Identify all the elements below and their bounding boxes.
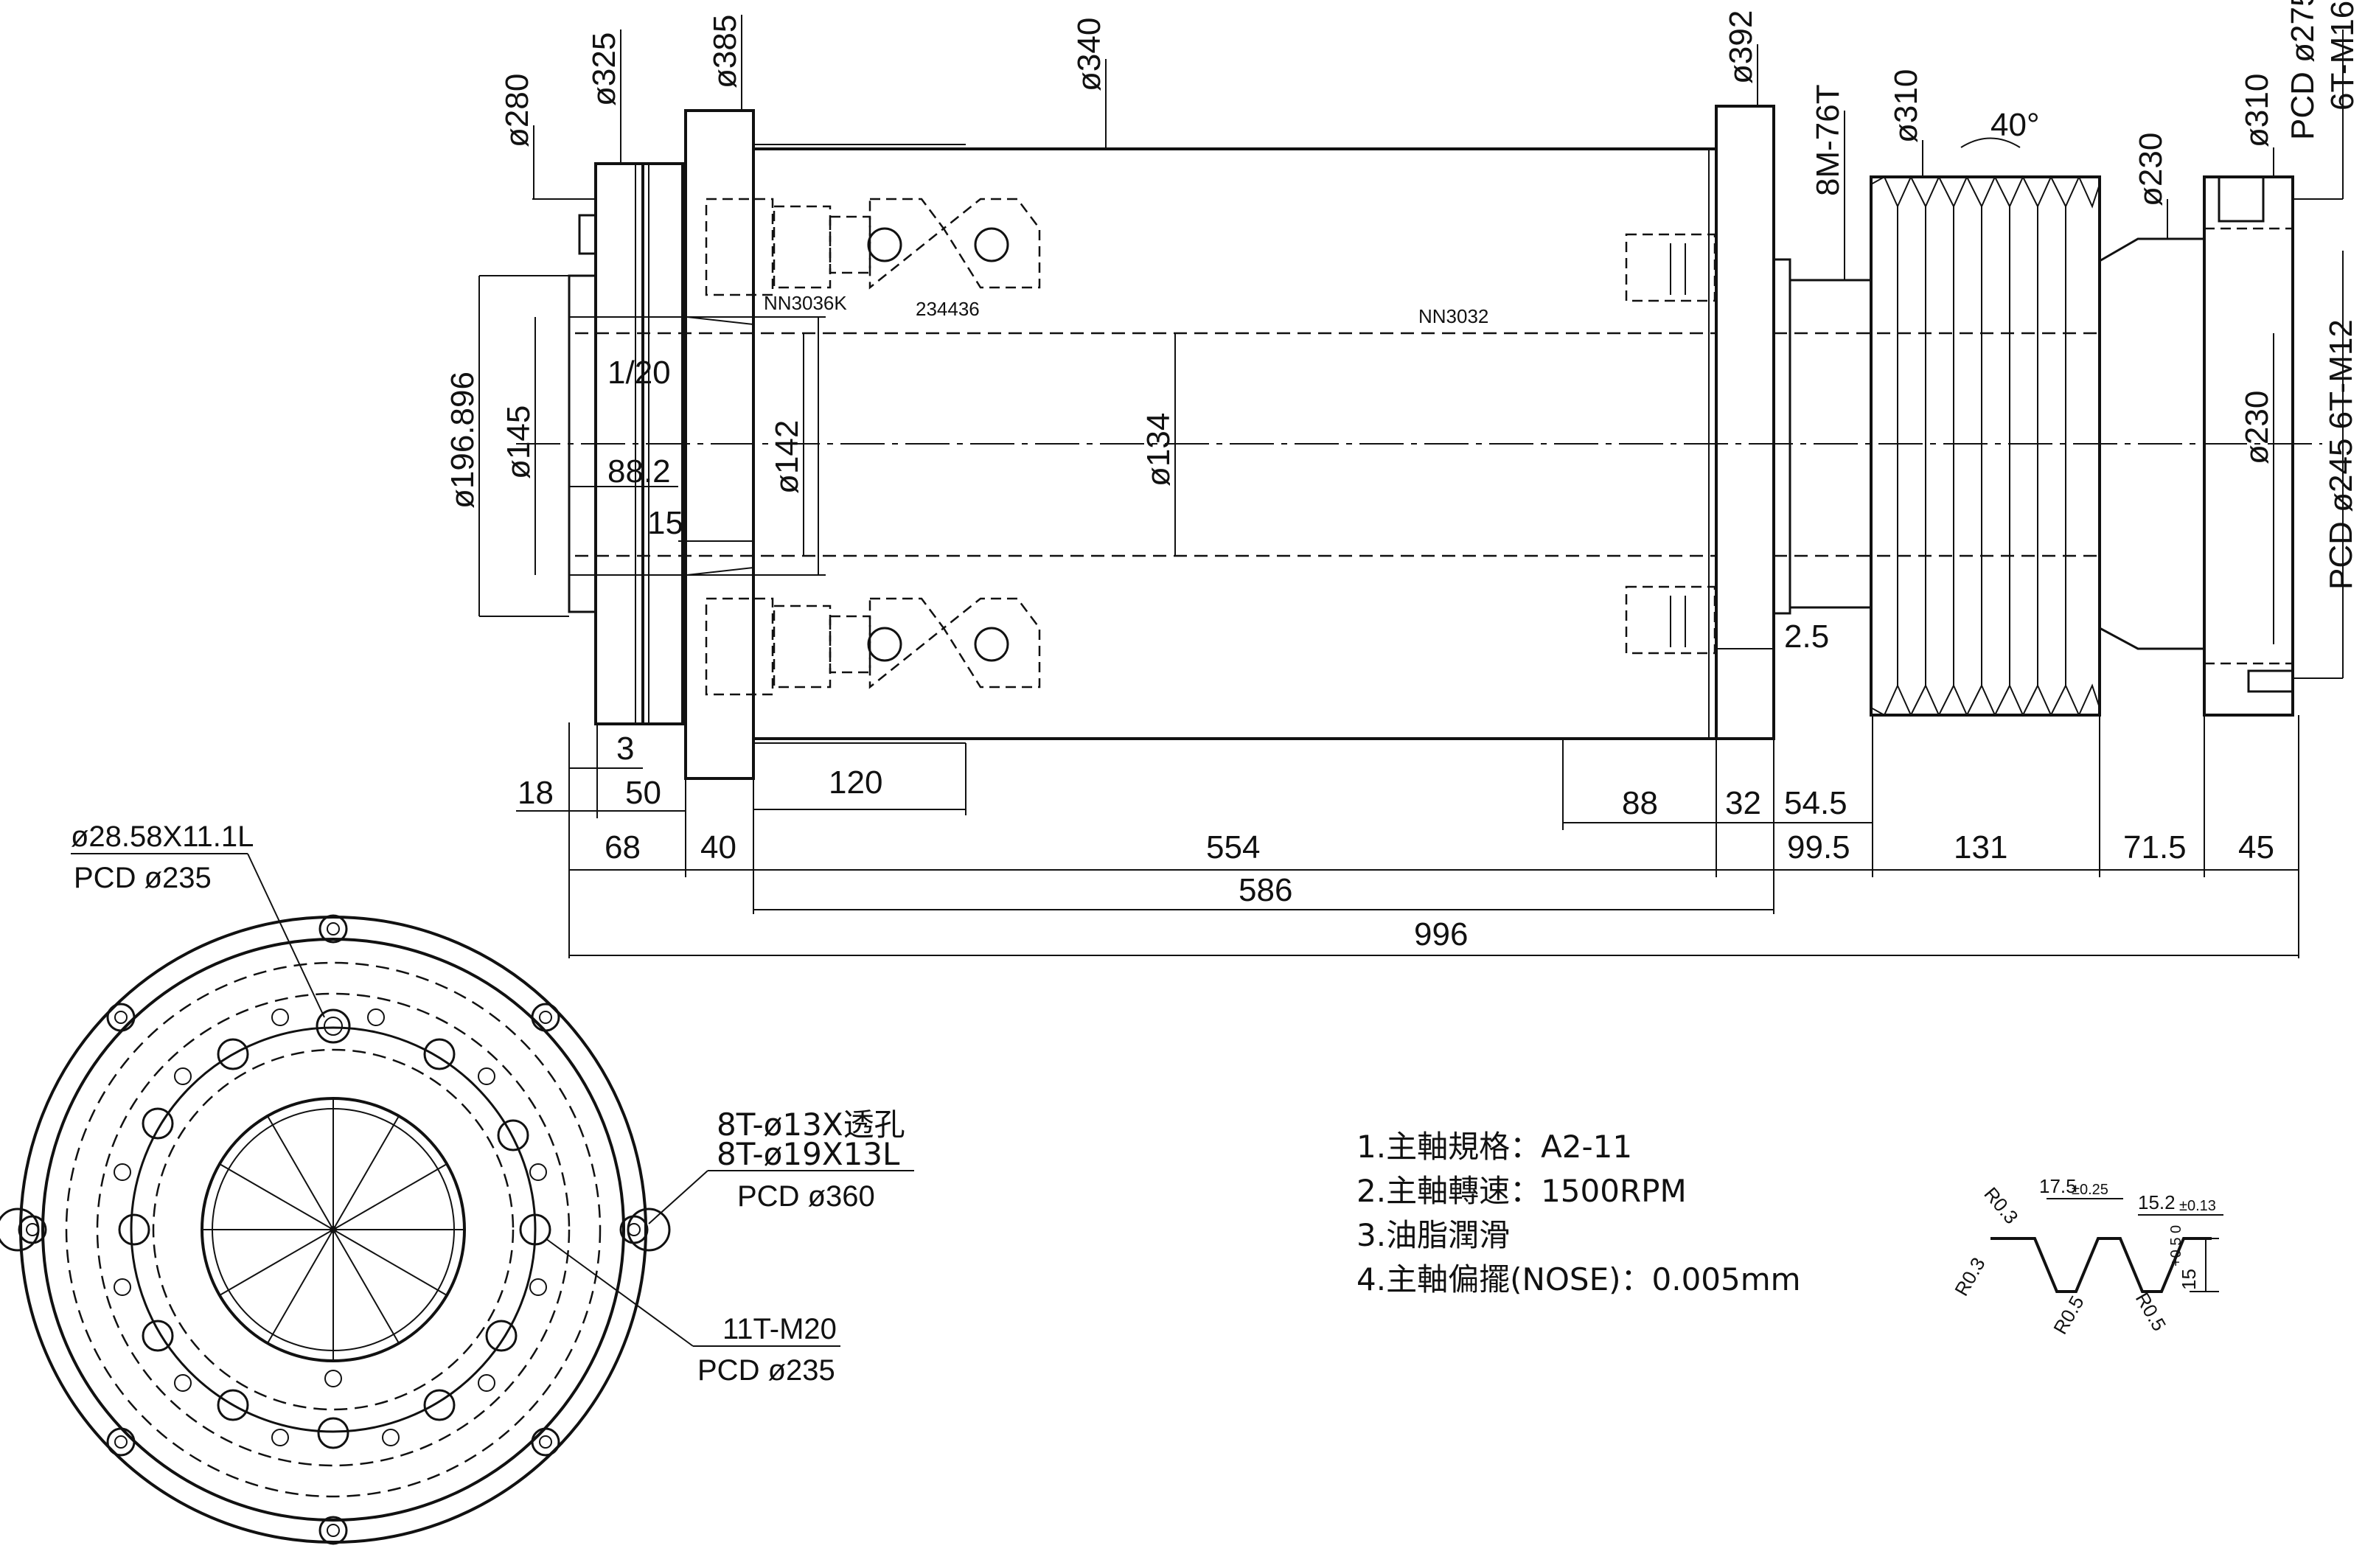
- rear-bearing-top: [1625, 233, 1716, 302]
- m16-holes: 6T-M16: [2324, 1, 2361, 111]
- dim-d230a: ø230: [2133, 133, 2169, 206]
- bearing-front-2-label: 234436: [916, 298, 980, 320]
- outer-holes: [0, 914, 671, 1545]
- rear-flange: [1715, 105, 1775, 740]
- len-586: 586: [1239, 872, 1292, 908]
- hole2-spec-1: 8T-ø13X透孔: [717, 1107, 905, 1143]
- groove-depth-tol: +0.5 0: [2168, 1225, 2184, 1266]
- dim-d196: ø196.896: [445, 372, 481, 509]
- groove-r05-right: R0.5: [2131, 1289, 2170, 1335]
- groove-r05-left: R0.5: [2049, 1292, 2088, 1338]
- outer-flange-circle: [19, 916, 647, 1544]
- len-131: 131: [1954, 829, 2007, 865]
- radial-lines: [202, 1098, 464, 1361]
- dim-d325: ø325: [586, 32, 622, 106]
- groove-width-tol: ±0.13: [2179, 1198, 2216, 1214]
- side-view: NN3036K 234436 NN3032 ø280 ø325 ø385 ø34…: [445, 0, 2361, 958]
- front-bearing-bottom: [705, 597, 1041, 696]
- front-bearing-top: [705, 198, 1041, 296]
- note-1: 1.主軸規格：A2-11: [1356, 1129, 1632, 1165]
- top-leaders: [532, 15, 2344, 679]
- dim-d310b: ø310: [2239, 74, 2275, 147]
- front-view: ø28.58X11.1L PCD ø235 8T-ø13X透孔 8T-ø19X1…: [0, 820, 914, 1545]
- dim-d310a: ø310: [1888, 69, 1924, 143]
- len-15: 15: [647, 505, 683, 541]
- groove-depth: 15: [2178, 1269, 2200, 1290]
- spec-notes: 1.主軸規格：A2-11 2.主軸轉速：1500RPM 3.油脂潤滑 4.主軸偏…: [1356, 1129, 1801, 1297]
- hole2-pcd: PCD ø360: [737, 1180, 875, 1213]
- note-3: 3.油脂潤滑: [1356, 1217, 1510, 1253]
- len-45: 45: [2238, 829, 2274, 865]
- len-996: 996: [1414, 916, 1468, 952]
- nose-key: [578, 214, 597, 255]
- center-point: [330, 1226, 337, 1233]
- len-54-5: 54.5: [1784, 785, 1847, 821]
- small-holes: [114, 1008, 547, 1446]
- len-3: 3: [616, 731, 634, 767]
- dim-d280: ø280: [499, 74, 535, 147]
- dim-d385: ø385: [707, 15, 743, 88]
- dim-d145: ø145: [501, 405, 537, 479]
- hole3-spec: 11T-M20: [722, 1313, 837, 1345]
- len-32: 32: [1725, 785, 1761, 821]
- rear-bearing-bottom: [1625, 585, 1716, 655]
- dim-d340: ø340: [1071, 18, 1107, 91]
- hole1-pcd: PCD ø235: [74, 862, 212, 894]
- bearing-rear-label: NN3032: [1418, 305, 1488, 327]
- dim-d392: ø392: [1723, 10, 1759, 84]
- len-120: 120: [829, 764, 882, 801]
- len-99-5: 99.5: [1787, 829, 1850, 865]
- len-88-2: 88.2: [607, 453, 671, 489]
- groove-width: 15.2: [2138, 1191, 2176, 1213]
- groove-r03-top: R0.3: [1979, 1183, 2022, 1228]
- len-68: 68: [605, 829, 641, 865]
- bearing-front-1-label: NN3036K: [764, 292, 847, 314]
- groove-pitch-tol: ±0.25: [2072, 1182, 2108, 1198]
- hole1-spec: ø28.58X11.1L: [71, 820, 254, 853]
- large-holes: [118, 1008, 551, 1449]
- len-2-5: 2.5: [1784, 619, 1829, 655]
- len-88: 88: [1622, 785, 1658, 821]
- len-18: 18: [518, 775, 554, 811]
- len-71-5: 71.5: [2123, 829, 2187, 865]
- hole3-pcd: PCD ø235: [697, 1354, 835, 1387]
- end-bolt-bottom: [2247, 669, 2294, 693]
- groove-r03-left: R0.3: [1950, 1253, 1989, 1300]
- pcd-275: PCD ø275: [2285, 0, 2321, 140]
- rear-spacer: [1772, 258, 1791, 615]
- len-554: 554: [1206, 829, 1260, 865]
- dim-lines: [516, 715, 2299, 958]
- dim-d134: ø134: [1140, 413, 1177, 487]
- taper-1-20: 1/20: [607, 355, 671, 391]
- groove-pitch: 17.5: [2039, 1175, 2077, 1197]
- angle-40: 40°: [1990, 107, 2040, 143]
- pcd-245: PCD ø245 6T-M12: [2323, 319, 2359, 590]
- groove-detail: 17.5 ±0.25 15.2 ±0.13 15 +0.5 0 R0.3 R0.…: [1950, 1175, 2223, 1338]
- dim-d142: ø142: [769, 420, 805, 494]
- len-50: 50: [625, 775, 661, 811]
- belt-8m-76t: 8M-76T: [1810, 84, 1846, 196]
- note-2: 2.主軸轉速：1500RPM: [1356, 1173, 1687, 1209]
- hole2-spec-2: 8T-ø19X13L: [717, 1136, 900, 1172]
- note-4: 4.主軸偏擺(NOSE)：0.005mm: [1356, 1261, 1801, 1297]
- len-40: 40: [700, 829, 736, 865]
- nose-ring: [641, 162, 684, 725]
- dim-d230b: ø230: [2239, 391, 2275, 464]
- end-bolt-top: [2218, 175, 2265, 223]
